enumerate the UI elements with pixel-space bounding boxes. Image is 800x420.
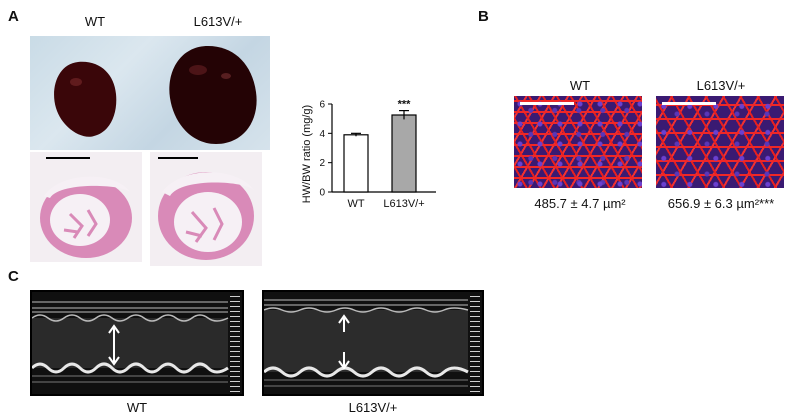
mutant-echo-scale [470, 294, 480, 392]
y-axis-label: HW/BW ratio (mg/g) [301, 105, 313, 203]
wt-echo-scale [230, 294, 240, 392]
panel-b-mutant-label: L613V/+ [696, 78, 746, 93]
significance-label: *** [398, 99, 412, 111]
mutant-echo-arrow [338, 314, 350, 370]
bar-wt [343, 134, 369, 193]
mutant-histology [150, 152, 262, 266]
wt-micrograph [514, 96, 642, 188]
mutant-histology-scalebar [158, 157, 198, 159]
wt-echo-arrow [108, 324, 120, 366]
wt-histology [30, 152, 142, 262]
panel-c-letter: C [8, 268, 19, 285]
mutant-heart [169, 46, 257, 144]
y-tick-label: 0 [319, 188, 325, 199]
panel-a-letter: A [8, 8, 19, 25]
panel-c-wt-label: WT [126, 400, 148, 415]
x-tick-label: L613V/+ [383, 198, 424, 210]
mutant-micrograph-scalebar [662, 102, 716, 105]
panel-a-mutant-label: L613V/+ [193, 14, 243, 29]
wt-heart [54, 61, 117, 137]
wt-micrograph-scalebar [520, 102, 574, 105]
wt-echo-trace [30, 290, 244, 396]
panel-c-mutant-label: L613V/+ [348, 400, 398, 415]
hearts-image [54, 46, 257, 144]
hwbw-bar-chart: HW/BW ratio (mg/g) 0 2 4 6 *** WT L613V/+ [301, 99, 436, 210]
y-tick-label: 2 [319, 158, 325, 169]
mutant-echo-trace [262, 290, 484, 396]
panel-b-letter: B [478, 8, 489, 25]
mutant-micrograph [656, 96, 784, 188]
heart-photo [30, 36, 270, 150]
wt-cell-area: 485.7 ± 4.7 µm² [534, 196, 626, 211]
mutant-cell-area: 656.9 ± 6.3 µm²*** [667, 196, 775, 211]
bar-mutant [391, 114, 417, 193]
panel-a-wt-label: WT [84, 14, 106, 29]
panel-b-wt-label: WT [569, 78, 591, 93]
wt-histology-scalebar [46, 157, 90, 159]
y-tick-label: 6 [319, 100, 325, 111]
x-tick-label: WT [347, 198, 364, 210]
y-tick-label: 4 [319, 129, 325, 140]
